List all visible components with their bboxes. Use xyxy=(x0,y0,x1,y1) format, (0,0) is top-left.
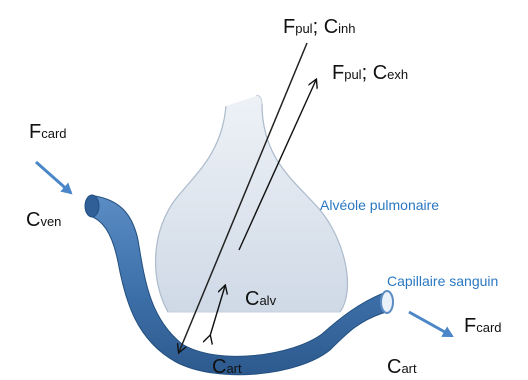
label-fcard-in: Fcard xyxy=(29,121,67,143)
label-cart-right: Cart xyxy=(387,356,417,378)
vessel-end-right xyxy=(381,291,393,313)
label-cven: Cven xyxy=(26,209,61,231)
label-fcard-out: Fcard xyxy=(464,315,502,337)
flow-in-arrow xyxy=(36,162,71,193)
label-fpul-cexh: Fpul; Cexh xyxy=(332,62,408,84)
label-fpul-cinh: Fpul; Cinh xyxy=(283,16,356,38)
label-alveole: Alvéole pulmonaire xyxy=(320,197,439,213)
alveolus-sac xyxy=(156,95,348,312)
label-capillaire: Capillaire sanguin xyxy=(387,273,498,289)
flow-out-arrow xyxy=(409,312,452,336)
vessel-end-left xyxy=(85,195,99,217)
